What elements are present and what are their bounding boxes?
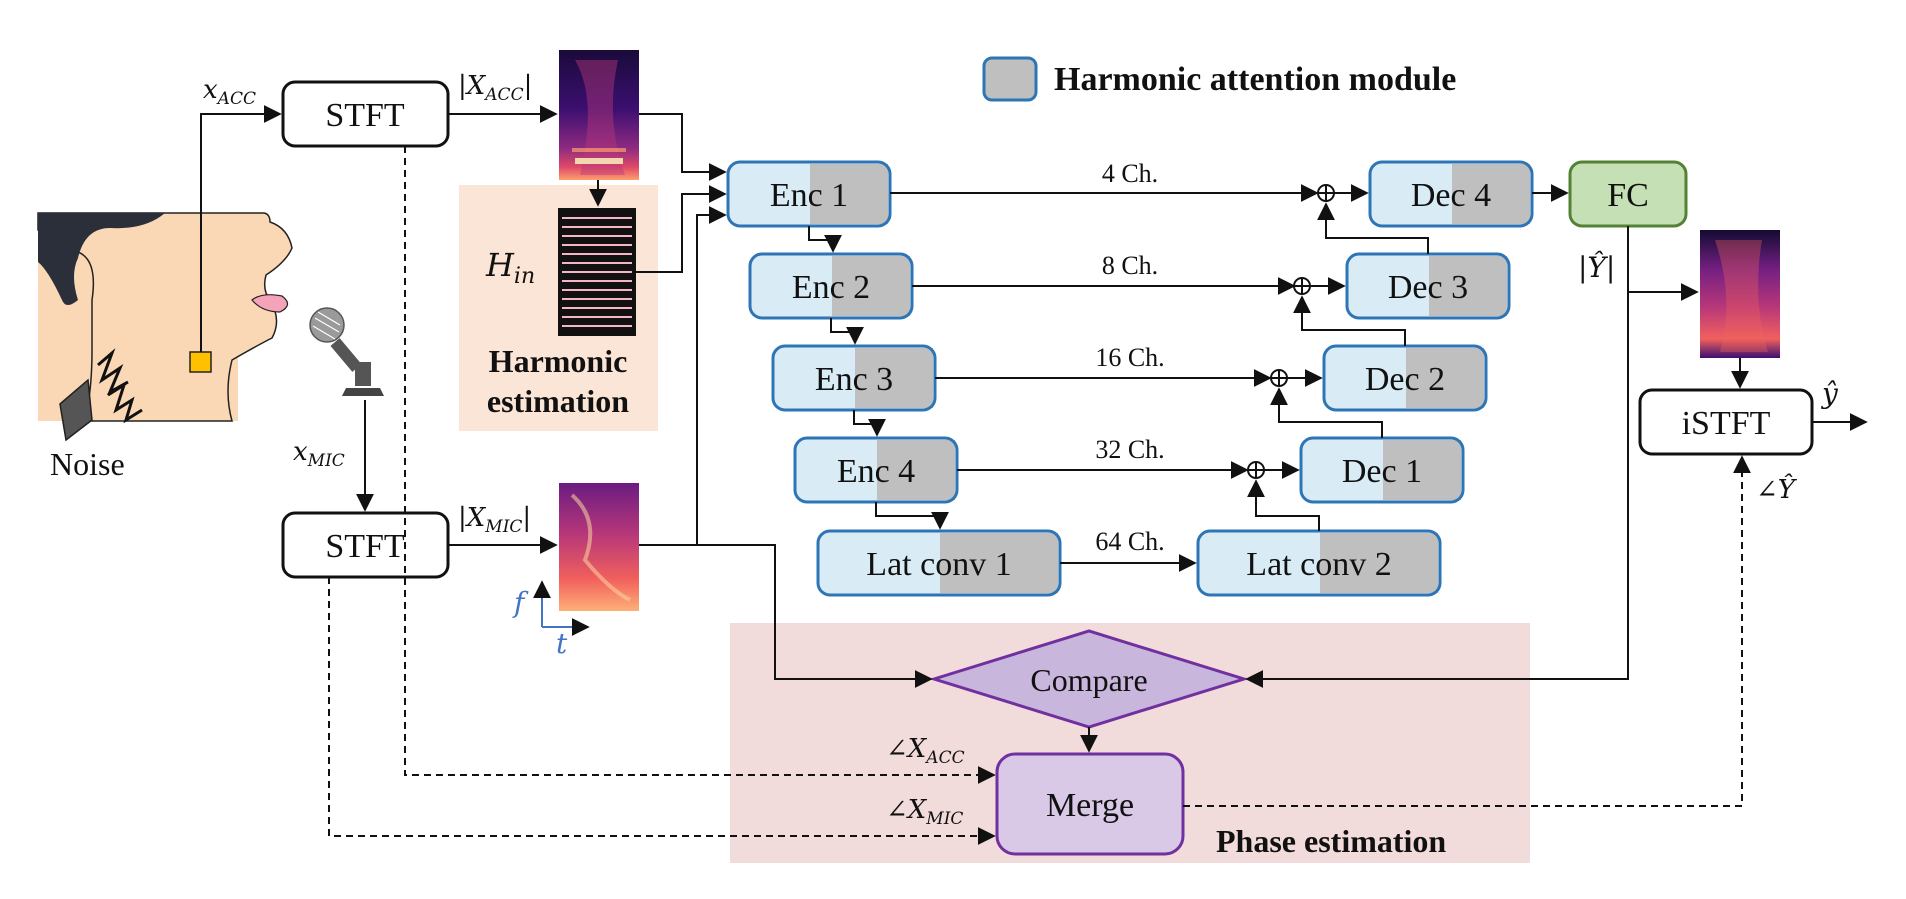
enc-1-block: Enc 1 <box>726 160 892 228</box>
fc-label: FC <box>1607 177 1649 214</box>
h-in-label: Hin <box>485 246 535 289</box>
enc-4-block: Enc 4 <box>793 436 959 504</box>
channel-label-4: 4 Ch. <box>1102 159 1158 188</box>
axis-t-label: t <box>556 627 568 660</box>
sum-node-4 <box>1317 184 1335 202</box>
frequency-time-axes <box>533 580 590 636</box>
lat-conv-1-label: Lat conv 1 <box>866 546 1011 583</box>
dec-4-label: Dec 4 <box>1411 177 1491 214</box>
sum-node-8 <box>1293 277 1311 295</box>
microphone-icon <box>309 307 384 396</box>
lat-conv-1-block: Lat conv 1 <box>816 529 1062 597</box>
dec-3-label: Dec 3 <box>1388 269 1468 306</box>
compare-label: Compare <box>1030 662 1147 698</box>
speaker-head-illustration <box>37 212 293 442</box>
harmonic-title-line1: Harmonic <box>489 343 628 379</box>
output-spectrogram <box>1700 230 1780 358</box>
channel-label-64: 64 Ch. <box>1095 527 1164 556</box>
phase-dashed-connectors <box>328 146 1751 845</box>
dec-4-block: Dec 4 <box>1368 160 1534 228</box>
dec-1-label: Dec 1 <box>1342 453 1422 490</box>
merge-label: Merge <box>1046 787 1134 824</box>
y-phase-label: ∠Ŷ <box>1756 473 1798 505</box>
stft-acc-box <box>281 80 450 148</box>
istft-label: iSTFT <box>1682 405 1771 442</box>
enc-1-label: Enc 1 <box>770 177 848 214</box>
x-mic-magnitude-label: |XMIC| <box>458 503 531 537</box>
channel-label-8: 8 Ch. <box>1102 251 1158 280</box>
phase-estimation-title: Phase estimation <box>1216 823 1446 859</box>
x-mic-label: xMIC <box>293 437 345 471</box>
sum-node-16 <box>1270 369 1288 387</box>
dec-1-block: Dec 1 <box>1299 436 1465 504</box>
enc-2-block: Enc 2 <box>748 252 914 320</box>
harmonic-title-line2: estimation <box>487 383 629 419</box>
mic-spectrogram <box>559 483 639 611</box>
enc-3-label: Enc 3 <box>815 361 893 398</box>
compare-diamond <box>928 629 1250 729</box>
dec-2-label: Dec 2 <box>1365 361 1445 398</box>
stft-mic-label: STFT <box>325 528 405 565</box>
legend-label: Harmonic attention module <box>1054 61 1456 98</box>
angle-x-acc-label: ∠XACC <box>886 734 965 768</box>
noise-label: Noise <box>50 446 125 482</box>
x-acc-magnitude-label: |XACC| <box>458 71 532 105</box>
axis-f-label: f <box>512 586 529 619</box>
dec-2-block: Dec 2 <box>1322 344 1488 412</box>
acc-spectrogram <box>559 50 639 180</box>
connectors <box>200 105 1868 753</box>
enc-3-block: Enc 3 <box>771 344 937 412</box>
merge-box <box>995 752 1185 856</box>
y-hat-label: ŷ <box>1820 377 1839 410</box>
stft-acc-label: STFT <box>325 97 405 134</box>
angle-x-mic-label: ∠XMIC <box>886 795 963 829</box>
legend: Harmonic attention module <box>982 56 1456 102</box>
lat-conv-2-label: Lat conv 2 <box>1246 546 1391 583</box>
enc-2-label: Enc 2 <box>792 269 870 306</box>
x-acc-label: xACC <box>203 75 256 109</box>
legend-swatch <box>982 56 1038 102</box>
lat-conv-2-block: Lat conv 2 <box>1196 529 1442 597</box>
enc-4-label: Enc 4 <box>837 453 915 490</box>
channel-label-32: 32 Ch. <box>1095 435 1164 464</box>
channel-label-16: 16 Ch. <box>1095 343 1164 372</box>
harmonic-mask-image <box>558 208 636 336</box>
dec-3-block: Dec 3 <box>1345 252 1511 320</box>
sum-node-32 <box>1247 461 1265 479</box>
y-magnitude-label: |Ŷ| <box>1578 251 1615 284</box>
stft-mic-box <box>281 511 450 579</box>
